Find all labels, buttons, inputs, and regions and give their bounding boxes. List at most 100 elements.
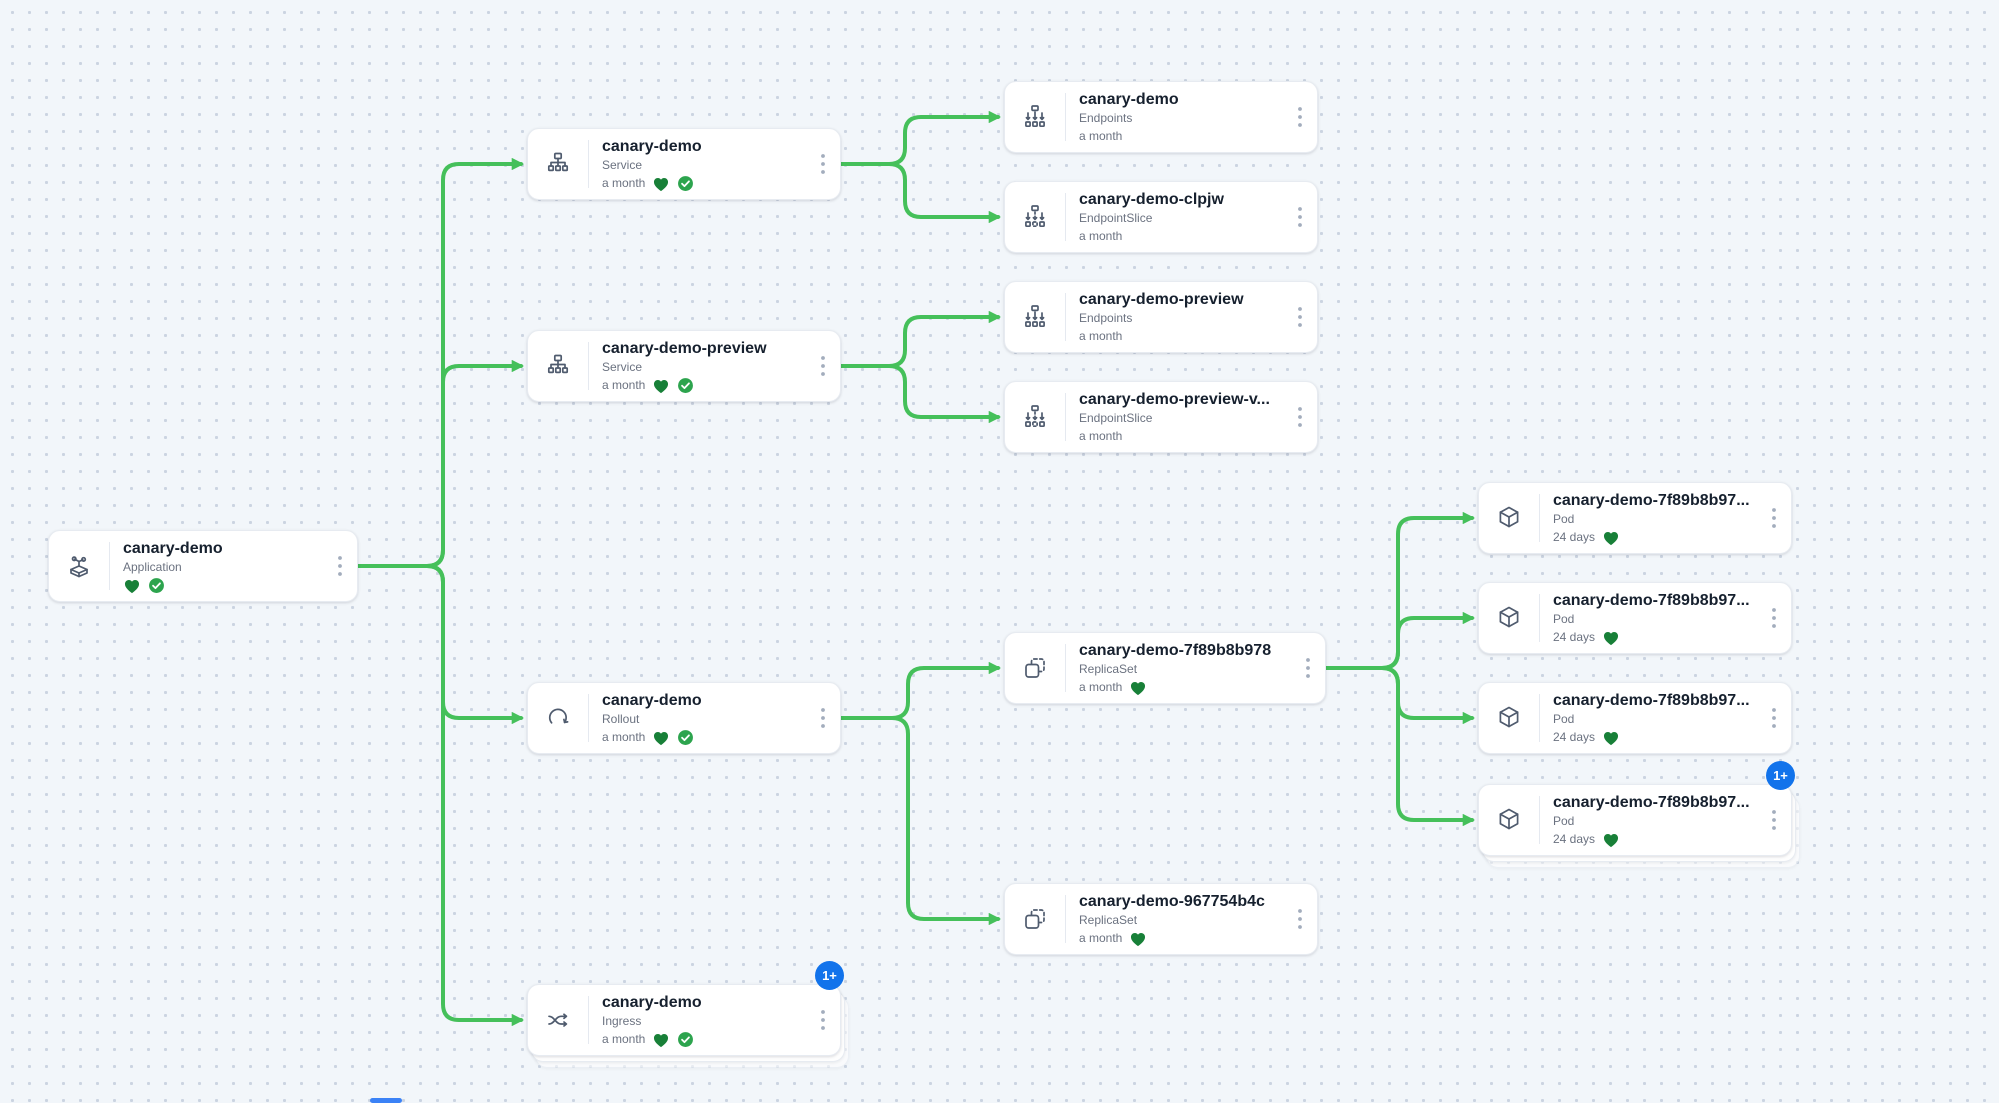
synced-check-icon xyxy=(677,729,694,746)
node-meta: 24 days xyxy=(1553,529,1755,546)
node-menu-button[interactable] xyxy=(810,129,836,199)
replicaset-icon xyxy=(1005,903,1065,935)
node-card-app[interactable]: canary-demo Application xyxy=(48,530,358,602)
card-divider xyxy=(1539,594,1540,642)
node-menu-button[interactable] xyxy=(1287,82,1313,152)
count-badge[interactable]: 1+ xyxy=(1766,761,1795,790)
node-title: canary-demo-preview xyxy=(602,339,767,357)
card-divider xyxy=(1065,644,1066,692)
card-divider xyxy=(588,342,589,390)
count-badge[interactable]: 1+ xyxy=(815,961,844,990)
node-kind: Pod xyxy=(1553,711,1575,726)
node-card-endpointslice[interactable]: canary-demo-clpjw EndpointSlice a month xyxy=(1004,181,1318,253)
endpointslice-icon xyxy=(1005,201,1065,233)
node-text: canary-demo-preview Endpoints a month xyxy=(1066,282,1287,353)
node-menu-button[interactable] xyxy=(1761,583,1787,653)
node-kind: Pod xyxy=(1553,511,1575,526)
node-menu-button[interactable] xyxy=(1287,182,1313,252)
synced-check-icon xyxy=(677,377,694,394)
edge-app-to-service xyxy=(355,157,525,568)
node-menu-button[interactable] xyxy=(1287,282,1313,352)
node-meta: a month xyxy=(602,377,804,394)
node-menu-button[interactable] xyxy=(810,331,836,401)
edge-app-to-service-preview xyxy=(355,359,525,568)
node-text: canary-demo Rollout a month xyxy=(589,683,810,754)
node-age: a month xyxy=(1079,129,1123,143)
edge-service-preview-to-endpoints-preview xyxy=(838,310,1002,368)
node-title: canary-demo xyxy=(123,539,223,557)
card-divider xyxy=(588,996,589,1044)
node-card-endpoints-preview[interactable]: canary-demo-preview Endpoints a month xyxy=(1004,281,1318,353)
endpoints-icon xyxy=(1005,301,1065,333)
card-divider xyxy=(1065,293,1066,341)
node-card-rollout[interactable]: canary-demo Rollout a month xyxy=(527,682,841,754)
node-meta: a month xyxy=(1079,428,1281,445)
node-menu-button[interactable] xyxy=(810,985,836,1055)
node-menu-button[interactable] xyxy=(1761,785,1787,855)
node-menu-button[interactable] xyxy=(1295,633,1321,703)
node-age: 24 days xyxy=(1553,630,1596,644)
edge-app-to-ingress xyxy=(355,564,525,1027)
service-icon xyxy=(528,350,588,382)
node-card-endpoints[interactable]: canary-demo Endpoints a month xyxy=(1004,81,1318,153)
healthy-heart-icon xyxy=(1602,729,1620,746)
node-menu-button[interactable] xyxy=(1761,483,1787,553)
node-menu-button[interactable] xyxy=(1287,884,1313,954)
card-divider xyxy=(1065,895,1066,943)
node-title: canary-demo-7f89b8b97... xyxy=(1553,793,1750,811)
node-card-replicaset-2[interactable]: canary-demo-967754b4c ReplicaSet a month xyxy=(1004,883,1318,955)
node-card-pod-3[interactable]: canary-demo-7f89b8b97... Pod 24 days xyxy=(1478,682,1792,754)
node-title: canary-demo-clpjw xyxy=(1079,190,1224,208)
healthy-heart-icon xyxy=(1602,529,1620,546)
edge-service-to-endpoints xyxy=(838,110,1002,166)
node-age: 24 days xyxy=(1553,730,1596,744)
horizontal-scrollbar-thumb[interactable] xyxy=(370,1098,402,1103)
node-menu-button[interactable] xyxy=(1287,382,1313,452)
node-card-service[interactable]: canary-demo Service a month xyxy=(527,128,841,200)
node-title: canary-demo xyxy=(602,691,702,709)
node-card-pod-2[interactable]: canary-demo-7f89b8b97... Pod 24 days xyxy=(1478,582,1792,654)
node-text: canary-demo-967754b4c ReplicaSet a month xyxy=(1066,884,1287,955)
node-menu-button[interactable] xyxy=(327,531,353,601)
service-icon xyxy=(528,148,588,180)
node-text: canary-demo-7f89b8b97... Pod 24 days xyxy=(1540,683,1761,754)
node-card-replicaset-1[interactable]: canary-demo-7f89b8b978 ReplicaSet a mont… xyxy=(1004,632,1326,704)
node-meta: a month xyxy=(1079,128,1281,145)
endpointslice-icon xyxy=(1005,401,1065,433)
node-text: canary-demo-7f89b8b978 ReplicaSet a mont… xyxy=(1066,633,1295,704)
card-divider xyxy=(109,542,110,590)
card-divider xyxy=(1539,796,1540,844)
node-kind: Endpoints xyxy=(1079,310,1133,325)
node-kind: ReplicaSet xyxy=(1079,661,1138,676)
node-menu-button[interactable] xyxy=(1761,683,1787,753)
node-title: canary-demo xyxy=(602,137,702,155)
node-menu-button[interactable] xyxy=(810,683,836,753)
node-title: canary-demo-7f89b8b97... xyxy=(1553,491,1750,509)
node-card-ingress[interactable]: canary-demo Ingress a month 1+ xyxy=(527,961,844,1056)
node-card-pod-1[interactable]: canary-demo-7f89b8b97... Pod 24 days xyxy=(1478,482,1792,554)
card-divider xyxy=(1065,193,1066,241)
node-title: canary-demo-7f89b8b978 xyxy=(1079,641,1272,659)
node-age: a month xyxy=(1079,329,1123,343)
node-text: canary-demo-preview-v... EndpointSlice a… xyxy=(1066,382,1287,453)
node-age: a month xyxy=(602,378,646,392)
healthy-heart-icon xyxy=(652,175,670,192)
node-text: canary-demo-clpjw EndpointSlice a month xyxy=(1066,182,1287,253)
node-text: canary-demo Service a month xyxy=(589,129,810,200)
node-kind: EndpointSlice xyxy=(1079,410,1153,425)
node-kind: ReplicaSet xyxy=(1079,912,1138,927)
edge-app-to-rollout xyxy=(355,564,525,725)
node-meta: a month xyxy=(1079,679,1289,696)
node-kind: Endpoints xyxy=(1079,110,1133,125)
application-icon xyxy=(49,550,109,582)
node-card-service-preview[interactable]: canary-demo-preview Service a month xyxy=(527,330,841,402)
node-title: canary-demo-7f89b8b97... xyxy=(1553,691,1750,709)
synced-check-icon xyxy=(677,1031,694,1048)
node-age: a month xyxy=(1079,931,1123,945)
node-card-pod-4[interactable]: canary-demo-7f89b8b97... Pod 24 days 1+ xyxy=(1478,761,1795,856)
node-meta: 24 days xyxy=(1553,629,1755,646)
healthy-heart-icon xyxy=(1129,930,1147,947)
node-age: a month xyxy=(1079,680,1123,694)
node-card-endpointslice-preview[interactable]: canary-demo-preview-v... EndpointSlice a… xyxy=(1004,381,1318,453)
